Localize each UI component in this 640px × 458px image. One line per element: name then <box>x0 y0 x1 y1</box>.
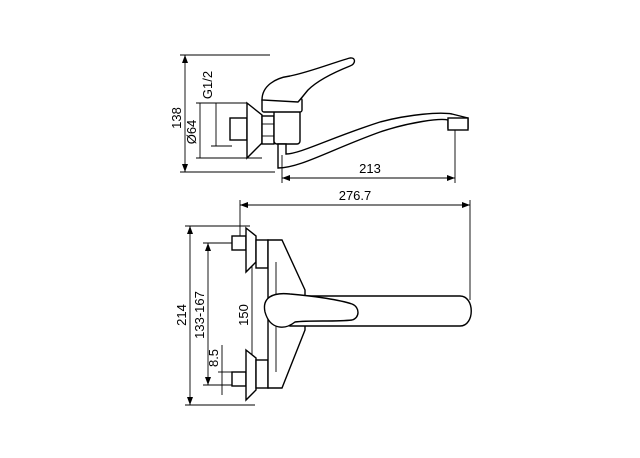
arrow <box>205 243 211 251</box>
label-213: 213 <box>359 161 381 176</box>
upper-nut <box>255 239 269 269</box>
arrow <box>282 175 290 181</box>
lower-nut <box>255 359 269 389</box>
upper-flange <box>245 226 257 274</box>
arrow <box>462 202 470 208</box>
front-view: 276.7 214 133-167 8.5 150 <box>174 188 472 406</box>
arrow <box>187 397 193 405</box>
arrow <box>187 226 193 234</box>
label-2767: 276.7 <box>339 188 372 203</box>
arrow <box>205 377 211 385</box>
label-138: 138 <box>169 107 184 129</box>
lever-top <box>263 292 359 328</box>
upper-connector <box>231 235 247 251</box>
arrow <box>182 164 188 172</box>
arrow <box>182 55 188 63</box>
mixer-body <box>273 109 301 145</box>
label-d64: Ø64 <box>184 120 199 145</box>
lever-handle <box>261 57 356 103</box>
spout <box>277 112 469 169</box>
lower-flange <box>245 348 257 402</box>
aerator <box>447 117 469 131</box>
nut <box>261 115 275 145</box>
label-85: 8.5 <box>206 349 221 367</box>
wall-connector <box>229 117 248 141</box>
label-214: 214 <box>174 304 189 326</box>
arrow <box>447 175 455 181</box>
label-133167: 133-167 <box>192 291 207 339</box>
label-g12: G1/2 <box>200 71 215 99</box>
flange <box>246 101 263 160</box>
label-150: 150 <box>236 304 251 326</box>
lower-connector <box>231 371 247 387</box>
side-view: 138 G1/2 Ø64 213 <box>169 54 469 183</box>
arrow <box>240 202 248 208</box>
